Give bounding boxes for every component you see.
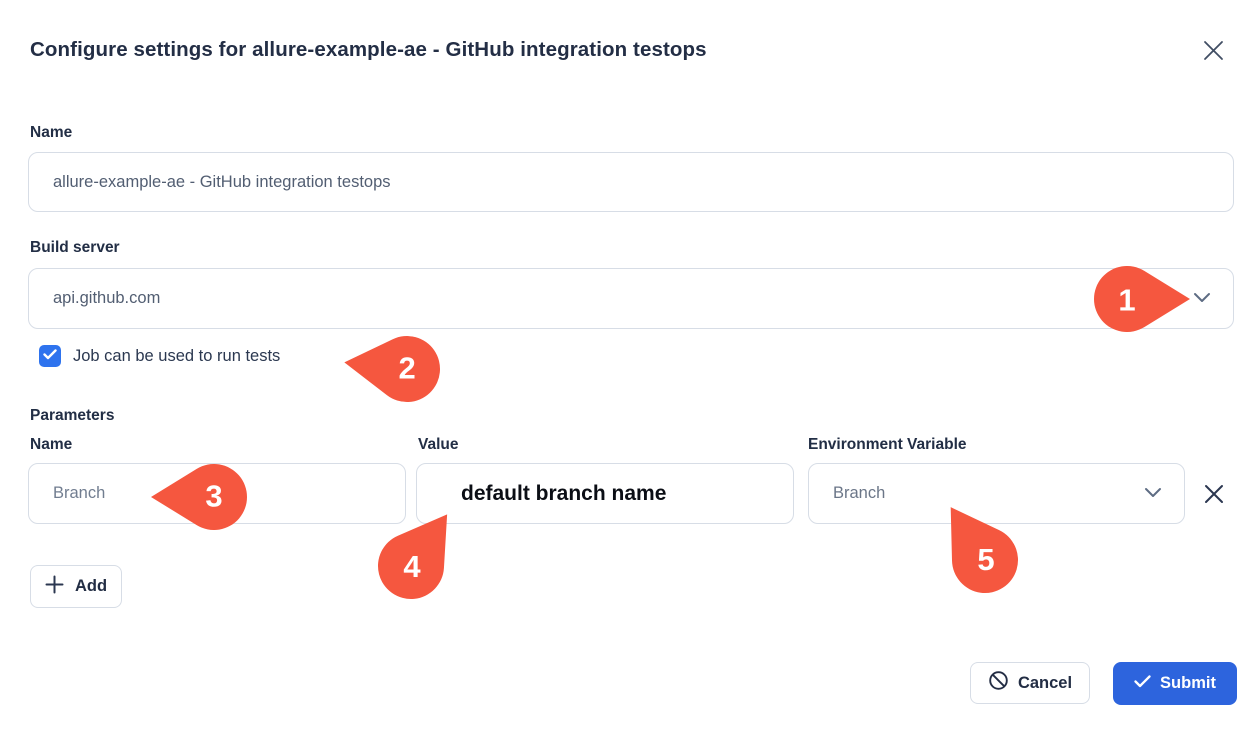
marker-number: 5 <box>977 541 995 577</box>
param-name-input[interactable] <box>28 463 406 524</box>
chevron-down-icon <box>1144 485 1162 503</box>
cancel-button-label: Cancel <box>1017 673 1073 692</box>
submit-button[interactable]: Submit <box>1113 662 1237 705</box>
teardrop-shape <box>344 336 440 402</box>
ban-icon <box>988 670 1009 696</box>
build-server-label: Build server <box>30 239 120 256</box>
param-value-input[interactable] <box>416 463 794 524</box>
plus-icon <box>45 575 64 599</box>
check-icon <box>43 347 57 365</box>
close-icon <box>1202 39 1225 65</box>
param-env-column-label: Environment Variable <box>808 436 967 453</box>
marker-number: 4 <box>403 549 421 585</box>
check-icon <box>1134 674 1151 693</box>
close-button[interactable] <box>1198 37 1228 67</box>
marker-number: 2 <box>398 350 416 386</box>
name-input[interactable] <box>28 152 1234 212</box>
param-name-column-label: Name <box>30 436 73 453</box>
chevron-down-icon <box>1193 290 1211 308</box>
cancel-button[interactable]: Cancel <box>970 662 1090 704</box>
build-server-select[interactable]: api.github.com <box>28 268 1234 329</box>
add-button-label: Add <box>74 577 108 595</box>
annotation-marker-2: 2 <box>339 329 445 405</box>
name-label: Name <box>30 124 73 141</box>
run-tests-checkbox[interactable] <box>39 345 61 367</box>
add-parameter-button[interactable]: Add <box>30 565 122 608</box>
param-env-value: Branch <box>833 484 886 502</box>
remove-parameter-button[interactable] <box>1200 482 1228 508</box>
dialog-title: Configure settings for allure-example-ae… <box>30 38 707 61</box>
parameters-section-label: Parameters <box>30 407 115 424</box>
param-env-select[interactable]: Branch <box>808 463 1185 524</box>
run-tests-checkbox-row: Job can be used to run tests <box>39 345 280 367</box>
submit-button-label: Submit <box>1160 674 1216 692</box>
remove-x-icon <box>1203 483 1225 508</box>
param-value-column-label: Value <box>418 436 459 453</box>
build-server-value: api.github.com <box>53 289 161 307</box>
run-tests-checkbox-label: Job can be used to run tests <box>73 346 281 365</box>
